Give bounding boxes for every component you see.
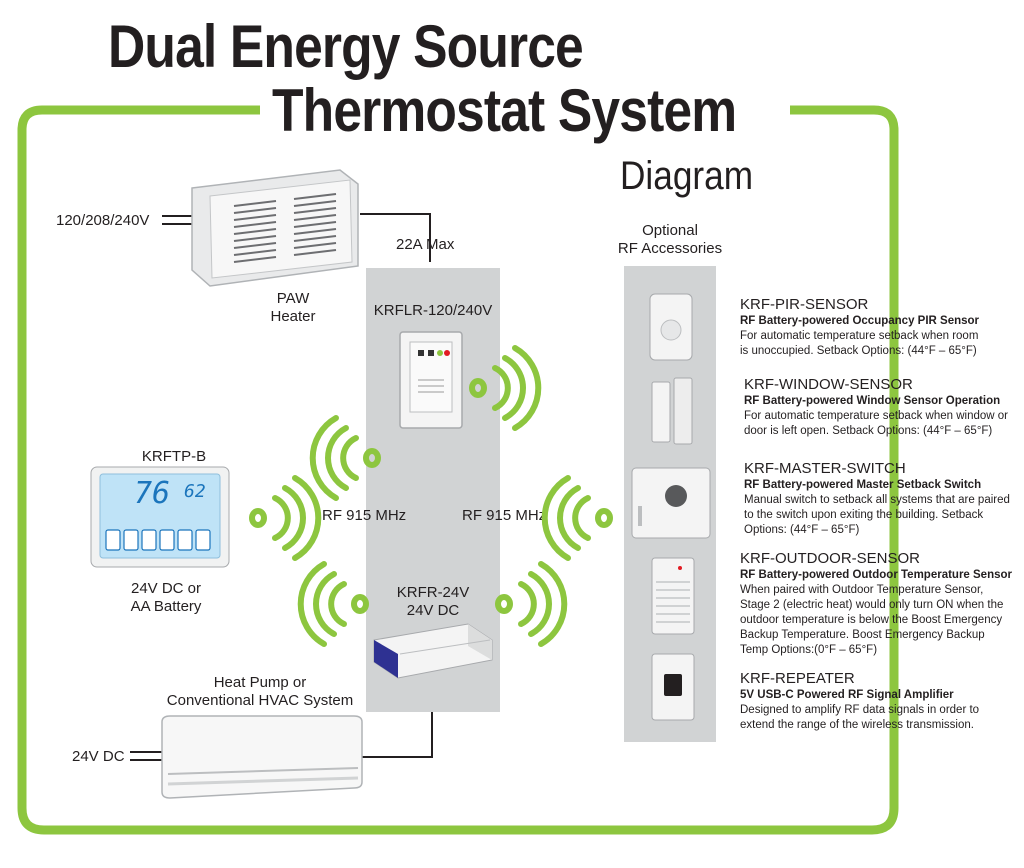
heater-receiver-wire xyxy=(360,213,431,262)
rf-wave-accessories xyxy=(541,475,613,561)
mini-split-hvac-image xyxy=(161,715,363,799)
receiver-top-model: KRFLR-120/240V xyxy=(373,302,493,319)
accessory-subtitle: RF Battery-powered Window Sensor Operati… xyxy=(744,395,1001,407)
thermostat-setpoint-readout: 62 xyxy=(184,481,206,502)
accessory-description: For automatic temperature setback when r… xyxy=(740,330,979,357)
touchscreen-thermostat-image xyxy=(90,466,230,568)
accessory-subtitle: RF Battery-powered Occupancy PIR Sensor xyxy=(740,315,980,327)
accessory-code: KRF-OUTDOOR-SENSOR xyxy=(740,550,920,567)
hvac-voltage-label: 24V DC xyxy=(72,748,125,765)
accessory-window-sensor: KRF-WINDOW-SENSOR RF Battery-powered Win… xyxy=(744,376,1014,439)
hvac-name: Heat Pump or Conventional HVAC System xyxy=(166,674,354,709)
rf-label-right: RF 915 MHz xyxy=(462,507,547,524)
receiver-bottom-label: KRFR-24V 24V DC xyxy=(396,584,470,619)
subtitle: Diagram xyxy=(620,154,754,198)
title-line-1: Dual Energy Source xyxy=(108,13,584,80)
repeater-image xyxy=(651,653,695,721)
accessory-code: KRF-PIR-SENSOR xyxy=(740,296,869,313)
accessory-repeater: KRF-REPEATER 5V USB-C Powered RF Signal … xyxy=(740,670,1010,733)
accessory-code: KRF-WINDOW-SENSOR xyxy=(744,376,913,393)
paw-heater-image xyxy=(191,169,359,287)
accessory-subtitle: RF Battery-powered Outdoor Temperature S… xyxy=(740,569,1012,581)
rf-label-left: RF 915 MHz xyxy=(322,507,407,524)
thermostat-power: 24V DC or AA Battery xyxy=(130,580,202,615)
accessory-master-switch: KRF-MASTER-SWITCH RF Battery-powered Mas… xyxy=(744,460,1014,538)
accessory-pir-sensor: KRF-PIR-SENSOR RF Battery-powered Occupa… xyxy=(740,296,1010,359)
accessory-code: KRF-MASTER-SWITCH xyxy=(744,460,906,477)
accessory-description: When paired with Outdoor Temperature Sen… xyxy=(740,584,1004,656)
rf-wave-receiver-bottom-right xyxy=(495,561,568,647)
accessory-description: For automatic temperature setback when w… xyxy=(744,410,1008,437)
max-current-label: 22A Max xyxy=(396,236,455,253)
low-voltage-receiver-image xyxy=(373,623,493,679)
accessory-description: Designed to amplify RF data signals in o… xyxy=(740,704,980,731)
accessory-subtitle: RF Battery-powered Master Setback Switch xyxy=(744,479,982,491)
accessory-outdoor-sensor: KRF-OUTDOOR-SENSOR RF Battery-powered Ou… xyxy=(740,550,1020,658)
master-switch-image xyxy=(631,467,711,539)
title-line-2: Thermostat System xyxy=(272,77,737,144)
accessory-code: KRF-REPEATER xyxy=(740,670,855,687)
pir-sensor-image xyxy=(649,293,693,361)
thermostat-temp-readout: 76 xyxy=(134,476,171,511)
accessories-header: Optional RF Accessories xyxy=(617,222,723,257)
rf-wave-receiver-left xyxy=(309,415,381,501)
thermostat-model: KRFTP-B xyxy=(141,448,207,465)
rf-wave-thermostat xyxy=(249,475,322,561)
rf-wave-receiver-top-right xyxy=(469,345,542,431)
line-voltage-receiver-image xyxy=(399,331,463,429)
heater-name: PAW Heater xyxy=(270,290,316,325)
rf-wave-receiver-bottom-left xyxy=(297,561,369,647)
outdoor-sensor-image xyxy=(651,557,695,635)
accessory-subtitle: 5V USB-C Powered RF Signal Amplifier xyxy=(740,689,954,701)
green-border xyxy=(17,105,899,835)
accessory-description: Manual switch to setback all systems tha… xyxy=(744,494,1010,536)
heater-voltage-label: 120/208/240V xyxy=(56,212,150,229)
window-sensor-image xyxy=(651,377,693,445)
